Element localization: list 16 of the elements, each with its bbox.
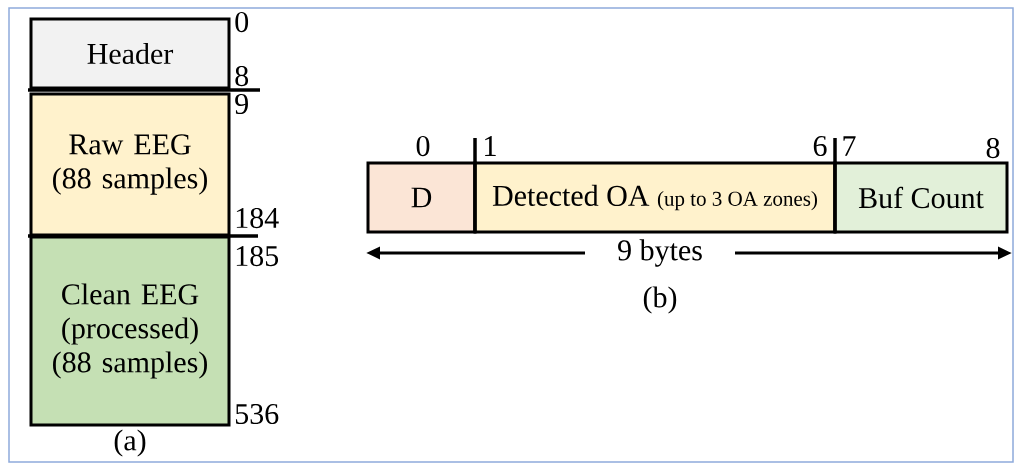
offset-number: 1 bbox=[485, 136, 496, 156]
field-box: D bbox=[366, 161, 477, 234]
offset-number: 6 bbox=[813, 135, 827, 157]
offset-number: 8 bbox=[235, 65, 249, 87]
offset-number: 9 bbox=[235, 93, 248, 115]
memory-block: Raw EEG (88 samples) bbox=[29, 92, 231, 237]
offset-number: 0 bbox=[416, 135, 430, 157]
memory-block: Header bbox=[29, 17, 231, 90]
memory-block: Clean EEG (processed) (88 samples) bbox=[29, 235, 231, 427]
offset-number: 7 bbox=[843, 136, 856, 156]
offset-number: 185 bbox=[236, 245, 279, 267]
offset-number: 184 bbox=[236, 207, 279, 229]
field-box: Buf Count bbox=[833, 161, 1009, 234]
field-box: Detected OA (up to 3 OA zones) bbox=[473, 161, 837, 234]
panel-label: (b) bbox=[643, 286, 677, 314]
offset-number: 0 bbox=[235, 11, 249, 33]
